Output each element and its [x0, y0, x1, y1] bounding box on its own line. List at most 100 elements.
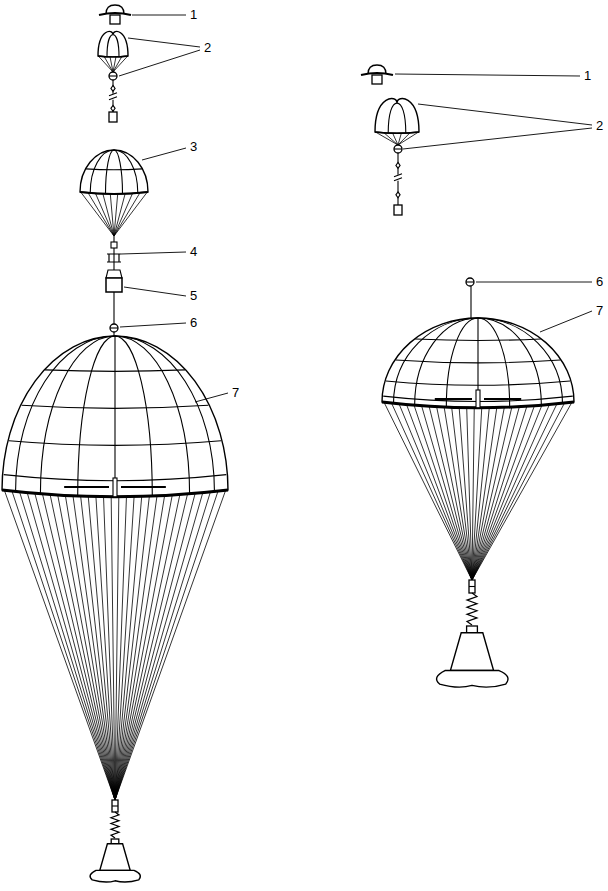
capsule-body	[450, 633, 493, 671]
canopy-outline	[98, 31, 128, 57]
callout-number: 3	[190, 140, 197, 154]
suspension-line	[115, 496, 149, 800]
canopy-gore	[78, 336, 115, 496]
suspension-line	[115, 495, 172, 800]
suspension-line	[110, 57, 113, 72]
riser-link-band	[469, 586, 475, 587]
suspension-line	[20, 492, 115, 800]
leader-line	[124, 287, 186, 296]
line-break	[109, 93, 117, 100]
parachute-canopy	[98, 31, 128, 72]
canopy-gore	[115, 336, 214, 492]
leader-line	[121, 252, 186, 254]
suspension-line	[472, 404, 557, 580]
leader-line	[395, 74, 580, 76]
suspension-line	[115, 494, 180, 800]
suspension-line	[444, 407, 472, 580]
suspension-line	[111, 497, 115, 800]
suspension-line	[472, 403, 565, 580]
callout-number: 4	[190, 245, 197, 259]
canopy-gore	[16, 336, 115, 492]
suspension-line	[104, 57, 113, 72]
suspension-line	[384, 133, 398, 145]
leader-line	[540, 311, 592, 332]
suspension-line	[95, 193, 114, 236]
canopy-outline	[382, 318, 574, 408]
suspension-line	[104, 497, 115, 800]
bridle-line	[470, 286, 471, 319]
canopy-slot-line	[121, 486, 166, 488]
callout-number: 6	[190, 316, 197, 330]
suspension-line	[115, 493, 195, 800]
parachute-canopy	[382, 318, 574, 580]
leader-line	[128, 38, 200, 47]
canopy-gore	[114, 336, 115, 497]
suspension-line	[35, 493, 115, 800]
suspension-line	[114, 192, 147, 236]
canopy-gore	[478, 318, 510, 407]
suspension-line	[459, 408, 472, 580]
suspension-line	[115, 492, 210, 800]
leader-line	[132, 15, 186, 16]
suspension-line	[384, 402, 472, 580]
callout-number: 6	[596, 275, 603, 289]
link-diamond	[111, 105, 115, 111]
riser-spring	[111, 812, 119, 838]
canopy-gore	[114, 150, 138, 193]
suspension-line	[429, 406, 472, 580]
link-diamond	[396, 162, 400, 168]
suspension-line	[393, 133, 398, 145]
suspension-line	[115, 491, 218, 800]
suspension-line	[472, 407, 512, 580]
canopy-gore	[115, 336, 190, 494]
link-ball-band	[466, 281, 474, 282]
canopy-gore	[394, 318, 478, 403]
bridle-line	[113, 292, 114, 324]
suspension-line	[88, 193, 114, 236]
callout-number: 2	[596, 119, 603, 133]
parachute-canopy	[375, 98, 419, 145]
suspension-line	[437, 407, 472, 580]
leader-line	[195, 393, 228, 402]
canopy-slot	[113, 478, 117, 497]
bag-top	[106, 270, 122, 278]
suspension-line	[406, 404, 472, 580]
descent-capsule	[90, 839, 140, 882]
link-ball	[394, 145, 402, 153]
suspension-line	[472, 407, 519, 580]
suspension-line	[96, 497, 115, 800]
suspension-line	[472, 402, 572, 580]
canopy-gore	[446, 318, 478, 407]
suspension-line	[103, 194, 114, 236]
suspension-line	[467, 408, 472, 580]
canopy-slot-line	[435, 398, 472, 400]
suspension-line	[472, 405, 542, 580]
link-ball-band	[394, 148, 402, 149]
suspension-line	[88, 496, 115, 800]
suspension-line	[113, 56, 128, 72]
canopy-gore	[107, 35, 113, 57]
riser-link	[111, 242, 117, 248]
suspension-line	[115, 490, 226, 800]
parachute-bag	[106, 278, 122, 292]
canopy-slot	[476, 390, 480, 408]
capsule-heat-shield	[90, 870, 140, 882]
riser-swivel	[107, 254, 121, 262]
riser-link	[112, 800, 118, 812]
canopy-outline	[375, 98, 419, 133]
suspension-line	[81, 192, 114, 236]
leader-lines	[119, 15, 592, 402]
link-diamond	[396, 192, 400, 198]
hatch-cover	[99, 5, 131, 24]
canopy-skirt	[80, 192, 148, 194]
canopy-gore	[397, 103, 406, 133]
suspension-line	[42, 494, 115, 800]
suspension-line	[12, 491, 115, 800]
suspension-line	[110, 194, 114, 236]
link-ball	[110, 324, 118, 332]
link-diamond	[111, 85, 115, 91]
bag-box	[109, 112, 117, 122]
callout-number: 7	[232, 386, 239, 400]
canopy-gore	[388, 103, 397, 133]
riser-link-band	[112, 805, 118, 806]
